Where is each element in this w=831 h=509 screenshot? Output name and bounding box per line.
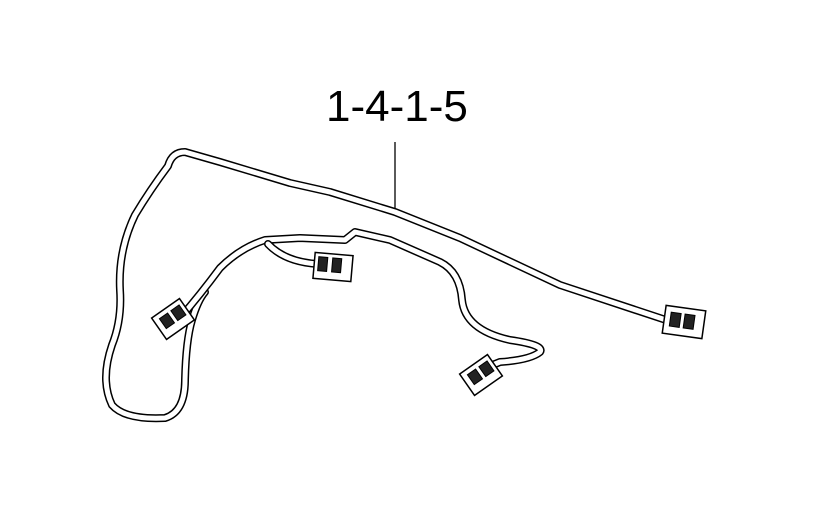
part-number-label: 1-4-1-5 xyxy=(326,82,468,131)
main-wire xyxy=(102,148,676,423)
branch-wire xyxy=(176,228,545,374)
connector-bottom-middle xyxy=(458,353,504,397)
connector-top-middle xyxy=(312,251,354,283)
connector-left xyxy=(150,297,196,341)
connector-right xyxy=(661,304,707,340)
